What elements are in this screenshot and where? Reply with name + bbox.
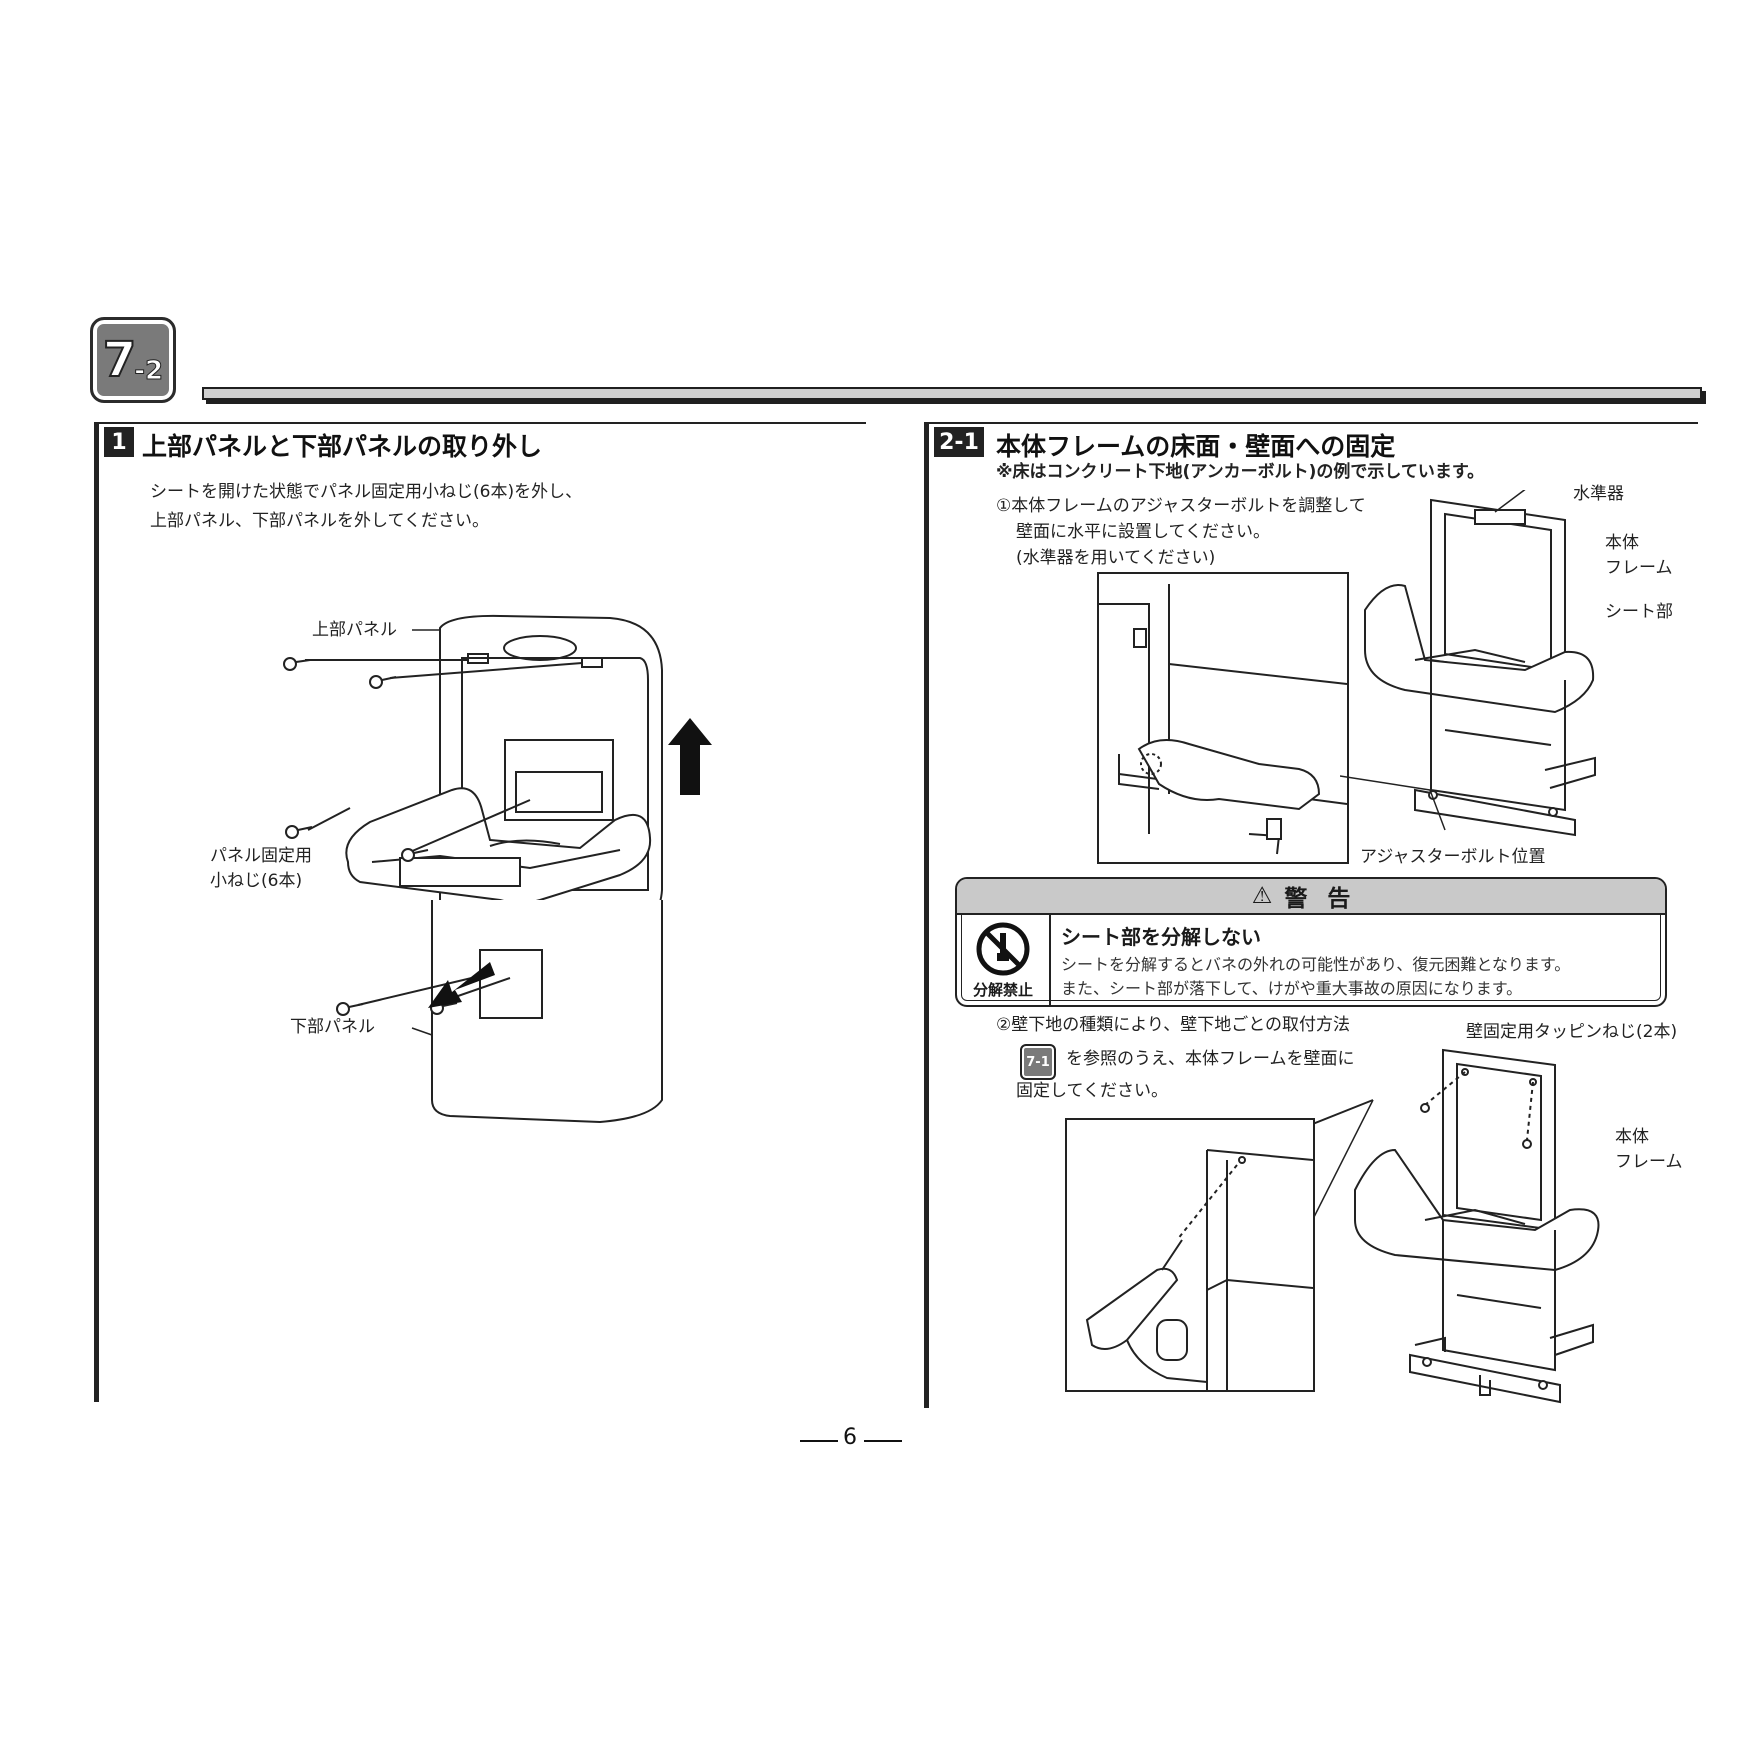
label-frame2-1: 本体 [1615, 1127, 1649, 1147]
section1-number: 1 [104, 427, 134, 457]
chapter-number: 7 [102, 331, 137, 389]
warning-box: ⚠ 警告 分解禁止 シート部を分解しない シートを分解するとバネの外れの可能性が… [955, 877, 1667, 1007]
label-tapping-screws: 壁固定用タッピンねじ(2本) [1466, 1022, 1678, 1042]
detail-leader [1340, 775, 1446, 831]
ref-7-1-badge: 7-1 [1020, 1044, 1056, 1080]
frame-with-level-illustration [1364, 490, 1596, 837]
label-screws-1: パネル固定用 [210, 846, 312, 866]
section1-left-rule [94, 422, 99, 1402]
no-disassembly-icon [976, 922, 1030, 976]
ref-7-1-text: 7-1 [1026, 1054, 1050, 1070]
step2-line3: 固定してください。 [1016, 1081, 1168, 1101]
step1-line2: 壁面に水平に設置してください。 [1016, 522, 1270, 542]
step1-line3: (水準器を用いてください) [1016, 548, 1216, 568]
step2-line1: ②壁下地の種類により、壁下地ごとの取付方法 [996, 1015, 1351, 1035]
drill-detail-figure [1065, 1118, 1315, 1392]
chapter-subnumber: -2 [134, 356, 164, 387]
warning-title: シート部を分解しない [1061, 925, 1261, 949]
step1-line1: ①本体フレームのアジャスターボルトを調整して [996, 496, 1366, 516]
section1-instruction-2: 上部パネル、下部パネルを外してください。 [150, 511, 489, 531]
section2-number: 2-1 [934, 427, 984, 457]
frame-wall-fix-illustration [1315, 1048, 1600, 1404]
prohibition-cell: 分解禁止 [957, 913, 1051, 1005]
label-upper-panel: 上部パネル [312, 620, 397, 640]
no-disassembly-label: 分解禁止 [972, 981, 1033, 999]
section1-instruction-1: シートを開けた状態でパネル固定用小ねじ(6本)を外し、 [150, 482, 583, 502]
label-level: 水準器 [1573, 484, 1624, 504]
label-frame-2: フレーム [1605, 558, 1673, 578]
adjuster-detail-figure [1097, 572, 1349, 864]
page-dash-right [864, 1440, 902, 1442]
page-dash-left [800, 1440, 838, 1442]
section2-top-rule [924, 422, 1698, 424]
section1-title: 上部パネルと下部パネルの取り外し [142, 432, 543, 461]
panel-removal-illustration [283, 614, 712, 1124]
label-lower-panel: 下部パネル [290, 1017, 375, 1037]
warning-triangle-icon: ⚠ [1251, 883, 1273, 909]
label-adjuster: アジャスターボルト位置 [1360, 847, 1546, 867]
warning-header-text: 警告 [1284, 886, 1371, 912]
label-seat: シート部 [1605, 602, 1673, 622]
section2-left-rule [924, 422, 929, 1408]
warning-line1: シートを分解するとバネの外れの可能性があり、復元困難となります。 [1061, 955, 1571, 974]
chapter-badge: 7 -2 [90, 317, 176, 403]
header-rule [202, 387, 1702, 400]
warning-header: ⚠ 警告 [957, 879, 1665, 915]
section2-note: ※床はコンクリート下地(アンカーボルト)の例で示しています。 [996, 462, 1485, 482]
section2-title: 本体フレームの床面・壁面への固定 [996, 432, 1396, 461]
label-frame-1: 本体 [1605, 533, 1639, 553]
section1-top-rule [94, 422, 866, 424]
page-number: 6 [843, 1425, 857, 1450]
label-frame2-2: フレーム [1615, 1152, 1683, 1172]
warning-line2: また、シート部が落下して、けがや重大事故の原因になります。 [1061, 979, 1523, 998]
step2-line2: を参照のうえ、本体フレームを壁面に [1066, 1049, 1355, 1069]
label-screws-2: 小ねじ(6本) [210, 871, 303, 891]
